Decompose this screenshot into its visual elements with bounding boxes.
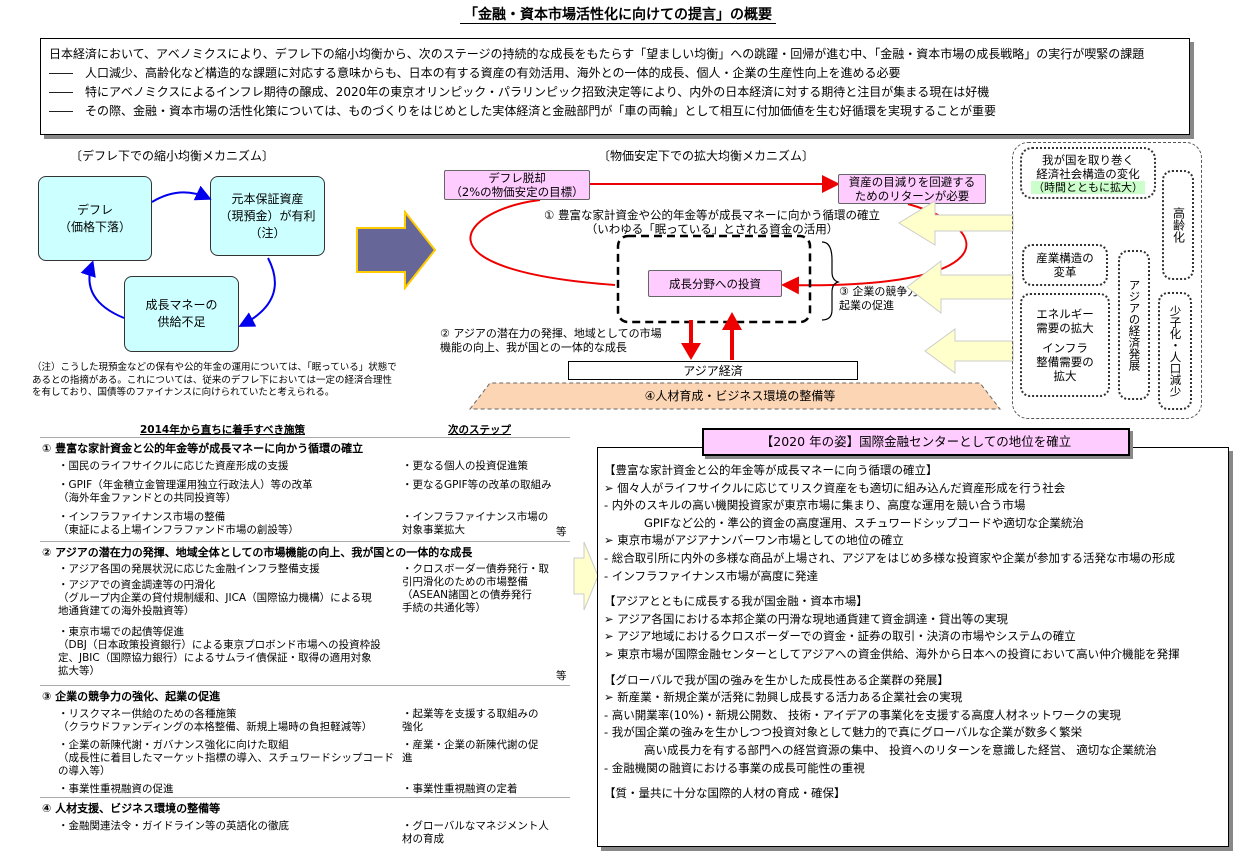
vision-spacer [604, 585, 1222, 593]
measures-section: ④ 人材支援、ビジネス環境の整備等 ・金融関連法令・ガイドライン等の英語化の徹底… [40, 797, 570, 850]
vision-row: 【豊富な家計資金と公的年金等が成長マネーに向う循環の確立】 [604, 463, 938, 477]
section-title: ① 豊富な家計資金と公的年金等が成長マネーに向かう循環の確立 [42, 442, 364, 455]
section-title: ② アジアの潜在力の発揮、地域全体としての市場機能の向上、我が国との一体的な成長 [42, 546, 473, 559]
expansion-arrows [468, 175, 1002, 410]
point1-text: ① 豊富な家計資金や公的年金等が成長マネーに向かう循環の確立 （いわゆる「眠って… [544, 208, 880, 236]
measure-item: ・インフラファイナンス市場の整備 （東証による上場インフラファンド市場の創設等） [58, 511, 299, 536]
next-step-item: ・更なる個人の投資促進策 [402, 460, 528, 472]
vision-spacer [604, 777, 1222, 785]
growth-money-shortage-box: 成長マネーの 供給不足 [124, 276, 239, 352]
social-structure-label: 我が国を取り巻く 経済社会構造の変化 [1036, 152, 1140, 181]
intro-bullet: ―― その際、金融・資本市場の活性化策については、ものづくりをはじめとした実体経… [49, 104, 997, 118]
growth-investment-box: 成長分野への投資 [648, 270, 782, 297]
etc-label: 等 [556, 526, 567, 538]
vision-row: - インフラファイナンス市場が高度に発達 [604, 568, 818, 583]
measure-item: ・金融関連法令・ガイドライン等の英語化の徹底 [58, 820, 289, 832]
intro-bullet: ―― 人口減少、高齢化など構造的な課題に対応する意味からも、日本の有する資産の有… [49, 66, 901, 80]
measure-item: ・事業性重視融資の促進 [58, 783, 174, 795]
environment-container [1012, 142, 1202, 419]
vision-row: 高い成長力を有する部門への経営資源の集中、 投資へのリターンを意識した経営、 適… [644, 742, 1157, 757]
asia-growth-box: アジアの経済発展 [1118, 250, 1150, 400]
vision-row: - 内外のスキルの高い機関投資家が東京市場に集まり、高度な運用を競い合う市場 [604, 498, 1026, 513]
measures-section: ③ 企業の競争力の強化、起業の促進 ・リスクマネー供給のための各種施策 （クラウ… [40, 685, 570, 798]
next-step-item: ・クロスボーダー債券発行・取 引円滑化のための市場整備 （ASEAN諸国との債券… [402, 563, 549, 614]
vision-row: 【グローバルで我が国の強みを生かした成長性ある企業群の発展】 [604, 672, 949, 687]
asia-economy-box: アジア経済 [568, 361, 858, 380]
deflation-caption: 〔デフレ下での縮小均衡メカニズム〕 [70, 149, 275, 163]
vision-row: ➢ アジア地域におけるクロスボーダーでの資金・証券の取引・決済の市場やシステムの… [604, 629, 1076, 644]
energy-label: エネルギー 需要の拡大 [1036, 307, 1094, 335]
vision-row: ➢ 東京市場がアジアナンバーワン市場としての地位の確立 [604, 533, 904, 548]
deflation-exit-box: デフレ脱却 （2%の物価安定の目標） [444, 170, 590, 200]
measure-item: ・東京市場での起債等促進 （DBJ（日本政策投資銀行）による東京プロボンド市場へ… [58, 626, 381, 677]
deflation-cycle-arrows [80, 185, 276, 327]
measures-section: ① 豊富な家計資金と公的年金等が成長マネーに向かう循環の確立 ・国民のライフサイ… [40, 437, 570, 542]
population-box: 少子化・人口減少 [1158, 292, 1192, 410]
social-structure-box: 我が国を取り巻く 経済社会構造の変化 （時間とともに拡大） [1020, 147, 1156, 199]
intro-bullet: ―― 特にアベノミクスによるインフレ期待の醸成、2020年の東京オリンピック・パ… [49, 85, 990, 99]
point4-text: ④人材育成・ビジネス環境の整備等 [644, 389, 836, 403]
vision-row: 【質・量共に十分な国際的人材の育成・確保】 [604, 786, 846, 801]
vision-header: 【2020 年の姿】国際金融センターとしての地位を確立 [702, 428, 1130, 456]
next-step-item: ・グローバルなマネジメント人 材の育成 [402, 820, 549, 845]
transition-arrow-icon [356, 210, 437, 290]
vision-row: ➢ 新産業・新規企業が活発に勃興し成長する活力ある企業社会の実現 [604, 690, 963, 705]
measure-item: ・国民のライフサイクルに応じた資産形成の支援 [58, 460, 289, 472]
environment-arrows [898, 200, 1014, 374]
measure-item: ・アジア各国の発展状況に応じた金融インフラ整備支援 [58, 563, 320, 575]
next-step-item: ・インフラファイナンス市場の 対象事業拡大 [402, 511, 549, 536]
vision-row: 【アジアとともに成長する我が国金融・資本市場】 [604, 594, 868, 609]
section-title: ④ 人材支援、ビジネス環境の整備等 [42, 802, 221, 815]
deflation-note: （注）こうした現預金などの保有や公的年金の運用については、「眠っている」状態であ… [32, 362, 397, 398]
measures-head-now: 2014年から直ちに着手すべき施策 [140, 424, 305, 436]
point2-text: ② アジアの潜在力の発揮、地域としての市場 機能の向上、我が国との一体的な成長 [440, 327, 662, 354]
vision-row: - 金融機関の融資における事業の成長可能性の重視 [604, 760, 865, 775]
vision-row: - 総合取引所に内外の多様な商品が上場され、アジアをはじめ多様な投資家や企業が参… [604, 550, 1175, 565]
etc-label: 等 [556, 670, 567, 682]
vision-row: GPIFなど公的・準公的資金の高度運用、スチュワードシップコードや適切な企業統治 [644, 515, 1084, 530]
aging-box: 高齢化 [1162, 170, 1194, 280]
vision-spacer [604, 664, 1222, 672]
vision-row: - 我が国企業の強みを生かしつつ投資対象として魅力的で真にグローバルな企業が数多… [604, 725, 1083, 740]
intro-box: 日本経済において、アベノミクスにより、デフレ下の縮小均衡から、次のステージの持続… [40, 38, 1190, 135]
cash-advantage-box: 元本保証資産 （現預金）が有利 （注） [210, 176, 325, 256]
section-title: ③ 企業の競争力の強化、起業の促進 [42, 690, 221, 703]
vision-row: ➢ 東京市場が国際金融センターとしてアジアへの資金供給、海外から日本への投資にお… [604, 646, 1180, 661]
over-time-label: （時間とともに拡大） [1031, 180, 1145, 194]
measure-item: ・リスクマネー供給のための各種施策 （クラウドファンディングの本格整備、新規上場… [58, 708, 373, 733]
measures-table: 2014年から直ちに着手すべき施策 次のステップ ① 豊富な家計資金と公的年金等… [40, 420, 570, 850]
deflation-box: デフレ （価格下落） [38, 176, 152, 261]
next-step-item: ・起業等を支援する取組みの 強化 [402, 708, 539, 733]
energy-infra-box: エネルギー 需要の拡大 インフラ 整備需要の 拡大 [1020, 293, 1110, 397]
intro-main: 日本経済において、アベノミクスにより、デフレ下の縮小均衡から、次のステージの持続… [49, 47, 1145, 61]
page-title: 「金融・資本市場活性化に向けての提言」の概要 [0, 4, 1236, 24]
measure-item: ・企業の新陳代謝・ガバナンス強化に向けた取組 （成長性に着目したマーケット指標の… [58, 739, 394, 777]
asset-return-box: 資産の目減りを回避する ためのリターンが必要 [838, 174, 986, 204]
measure-item: ・アジアでの資金調達等の円滑化 （グループ内企業の貸付規制緩和、JICA（国際協… [58, 579, 372, 617]
next-step-item: ・更なるGPIF等の改革の取組み [402, 479, 552, 491]
vision-row: ➢ 個々人がライフサイクルに応じてリスク資産をも適切に組み込んだ資産形成を行う社… [604, 480, 1066, 495]
measures-section: ② アジアの潜在力の発揮、地域全体としての市場機能の向上、我が国との一体的な成長… [40, 541, 570, 686]
vision-row: - 高い開業率(10%)・新規公開数、 技術・アイデアの事業化を支援する高度人材… [604, 707, 1121, 722]
vision-panel: 【豊富な家計資金と公的年金等が成長マネーに向う循環の確立】 ➢ 個々人がライフサ… [597, 447, 1229, 847]
measure-item: ・GPIF（年金積立金管理運用独立行政法人）等の改革 （海外年金ファンドとの共同… [58, 479, 313, 504]
expansion-caption: 〔物価安定下での拡大均衡メカニズム〕 [598, 149, 815, 163]
vision-row: ➢ アジア各国における本邦企業の円滑な現地通貨建て資金調達・貸出等の実現 [604, 611, 1008, 626]
vision-arrow-icon [573, 541, 599, 611]
measures-head-next: 次のステップ [448, 424, 511, 436]
next-step-item: ・事業性重視融資の定着 [402, 783, 518, 795]
industry-box: 産業構造の 変革 [1022, 244, 1108, 286]
next-step-item: ・産業・企業の新陳代謝の促 進 [402, 739, 539, 764]
infra-label: インフラ 整備需要の 拡大 [1036, 341, 1094, 383]
